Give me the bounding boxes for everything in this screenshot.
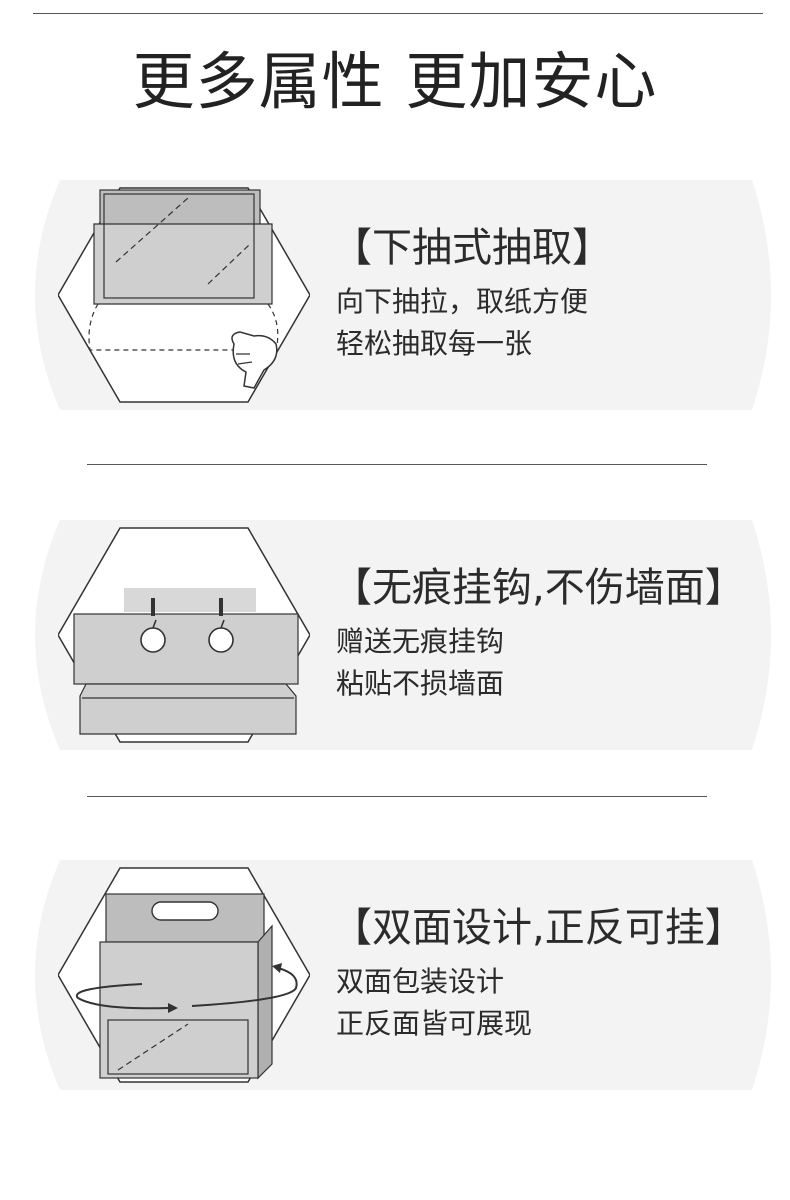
section-divider <box>87 796 707 797</box>
feature-description-line: 正反面皆可展现 <box>336 1007 533 1040</box>
feature-traceless-hook: 【无痕挂钩,不伤墙面】 赠送无痕挂钩 粘贴不损墙面 <box>0 510 790 760</box>
feature-pull-down: 【下抽式抽取】 向下抽拉，取纸方便 轻松抽取每一张 <box>0 170 790 420</box>
feature-description-line: 轻松抽取每一张 <box>336 327 533 360</box>
feature-double-sided: 【双面设计,正反可挂】 双面包装设计 正反面皆可展现 <box>0 850 790 1100</box>
feature-heading: 【无痕挂钩,不伤墙面】 <box>332 565 745 611</box>
section-divider <box>87 464 707 465</box>
hook-illustration <box>58 527 310 743</box>
page-title: 更多属性 更加安心 <box>132 45 658 118</box>
double-sided-illustration <box>58 867 310 1083</box>
feature-heading: 【下抽式抽取】 <box>332 225 612 271</box>
feature-heading: 【双面设计,正反可挂】 <box>332 905 745 951</box>
pull-down-illustration <box>58 187 310 403</box>
feature-description-line: 赠送无痕挂钩 <box>336 625 505 658</box>
feature-description-line: 向下抽拉，取纸方便 <box>336 285 589 318</box>
top-divider <box>33 13 763 14</box>
feature-description-line: 双面包装设计 <box>336 965 505 998</box>
feature-description-line: 粘贴不损墙面 <box>336 667 505 700</box>
